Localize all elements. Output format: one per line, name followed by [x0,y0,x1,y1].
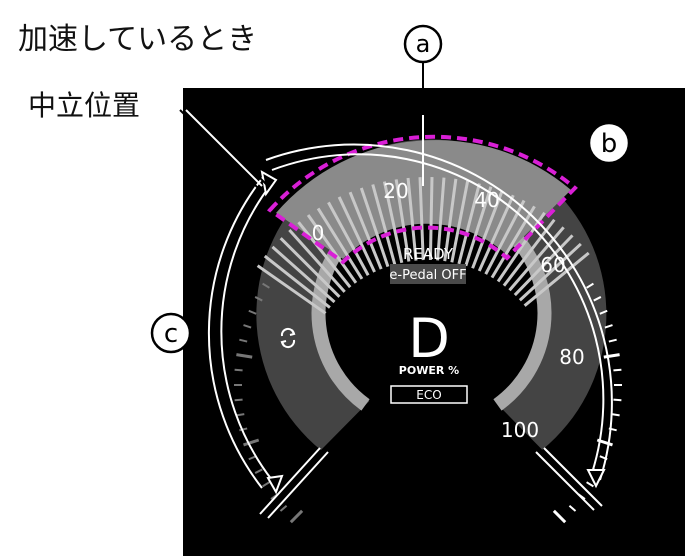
scale-tick [234,398,243,402]
scale-tick [239,427,248,432]
marker-b-circle [587,121,631,165]
power-bar [256,264,327,315]
power-bar [297,221,352,289]
scale-tick [243,438,260,447]
neutral-position-label: 中立位置 [28,89,140,122]
scale-tick [236,353,253,359]
power-bar [348,191,383,270]
power-bar [271,245,336,304]
scale-tick [586,481,594,488]
scale-tick [254,468,263,474]
power-bar [523,251,590,307]
power-bar [337,196,376,273]
scale-tick [254,296,263,302]
power-bar [513,234,574,297]
power-bar [306,214,358,284]
scale-label-100: 100 [501,418,539,442]
power-bar [359,187,390,268]
power-bars [256,177,590,315]
scale-label-80: 80 [559,345,584,369]
scale-tick [604,324,613,329]
scale-tick [586,282,594,289]
scale-tick [234,368,243,372]
range-arc-b [265,143,613,481]
power-label: POWER % [399,364,459,377]
pedal-status: e-Pedal OFF [389,268,466,283]
scale-tick [568,505,577,512]
scale-tick [236,413,245,417]
scale-label-40: 40 [474,188,499,212]
power-bar [279,237,341,298]
arc-arrowheads [260,170,606,495]
marker-b: b [601,129,618,159]
power-bar [316,207,364,280]
scale-ticks [234,282,622,524]
scale-tick [611,413,620,417]
power-bar [496,211,546,283]
power-bar [394,179,411,262]
power-bar [428,177,434,261]
zone-boundary-lines [259,447,603,519]
power-bar [471,190,504,269]
scale-tick [243,324,252,329]
power-bar [450,180,470,263]
power-bar [288,228,346,293]
power-bar [382,181,404,264]
scale-tick [248,309,257,315]
scale-tick [262,282,270,289]
power-bar [436,177,446,261]
power-bar [371,184,397,265]
scale-tick [289,509,304,524]
scale-label-60: 60 [540,253,565,277]
scale-tick [552,509,567,524]
scale-tick [608,338,617,343]
power-bar [490,205,536,279]
marker-a-circle [403,24,443,64]
power-bar [477,194,515,272]
power-bar [263,254,331,309]
scale-tick [603,353,620,359]
neutral-callout-arrow [179,103,269,193]
power-bar [406,177,418,261]
scale-tick [593,296,602,302]
page-heading: 加速しているとき [18,22,258,57]
drive-mode-box [390,385,468,404]
power-bar [508,226,565,292]
gear-indicator: D [408,307,450,370]
drive-mode: ECO [416,388,441,402]
power-bar [443,178,458,262]
scale-tick [613,398,622,402]
range-arc-c [207,175,273,489]
scale-tick [613,368,622,372]
power-bar [327,201,370,276]
marker-c: c [164,319,178,349]
marker-c-circle [150,312,192,354]
scale-label-20: 20 [383,179,408,203]
regen-arrows-icon [280,327,296,349]
scale-tick [599,309,608,315]
power-bar [418,177,425,261]
scale-label-0: 0 [312,221,325,245]
ready-status: READY [403,245,454,263]
power-bar [464,186,493,267]
scale-tick [279,505,288,512]
power-bar [518,242,582,302]
power-bar [457,183,481,265]
scale-tick [239,338,248,343]
marker-a: a [416,30,431,58]
pedal-status-box [390,264,466,284]
scale-tick [262,481,270,488]
